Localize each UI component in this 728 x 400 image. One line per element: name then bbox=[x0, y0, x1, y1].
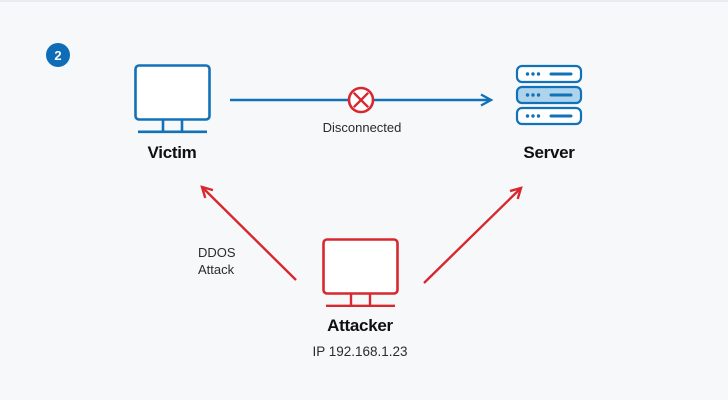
server-label: Server bbox=[523, 143, 575, 162]
attacker-label: Attacker bbox=[327, 316, 393, 335]
victim-computer-icon bbox=[134, 64, 211, 134]
ddos-attack-label-line2: Attack bbox=[198, 262, 235, 277]
attack-arrow-to-victim bbox=[200, 185, 297, 281]
disconnected-label: Disconnected bbox=[322, 120, 402, 135]
attack-arrow-to-server bbox=[423, 186, 523, 284]
ddos-attack-label: DDOS Attack bbox=[198, 244, 236, 278]
disconnected-icon bbox=[347, 86, 375, 114]
step-badge: 2 bbox=[46, 43, 70, 67]
attacker-computer-icon bbox=[322, 238, 399, 307]
server-led-dots bbox=[525, 72, 541, 118]
attacker-ip-label: IP 192.168.1.23 bbox=[312, 344, 408, 359]
ddos-attack-label-line1: DDOS bbox=[198, 245, 236, 260]
victim-label: Victim bbox=[147, 143, 197, 162]
server-icon bbox=[515, 64, 583, 126]
